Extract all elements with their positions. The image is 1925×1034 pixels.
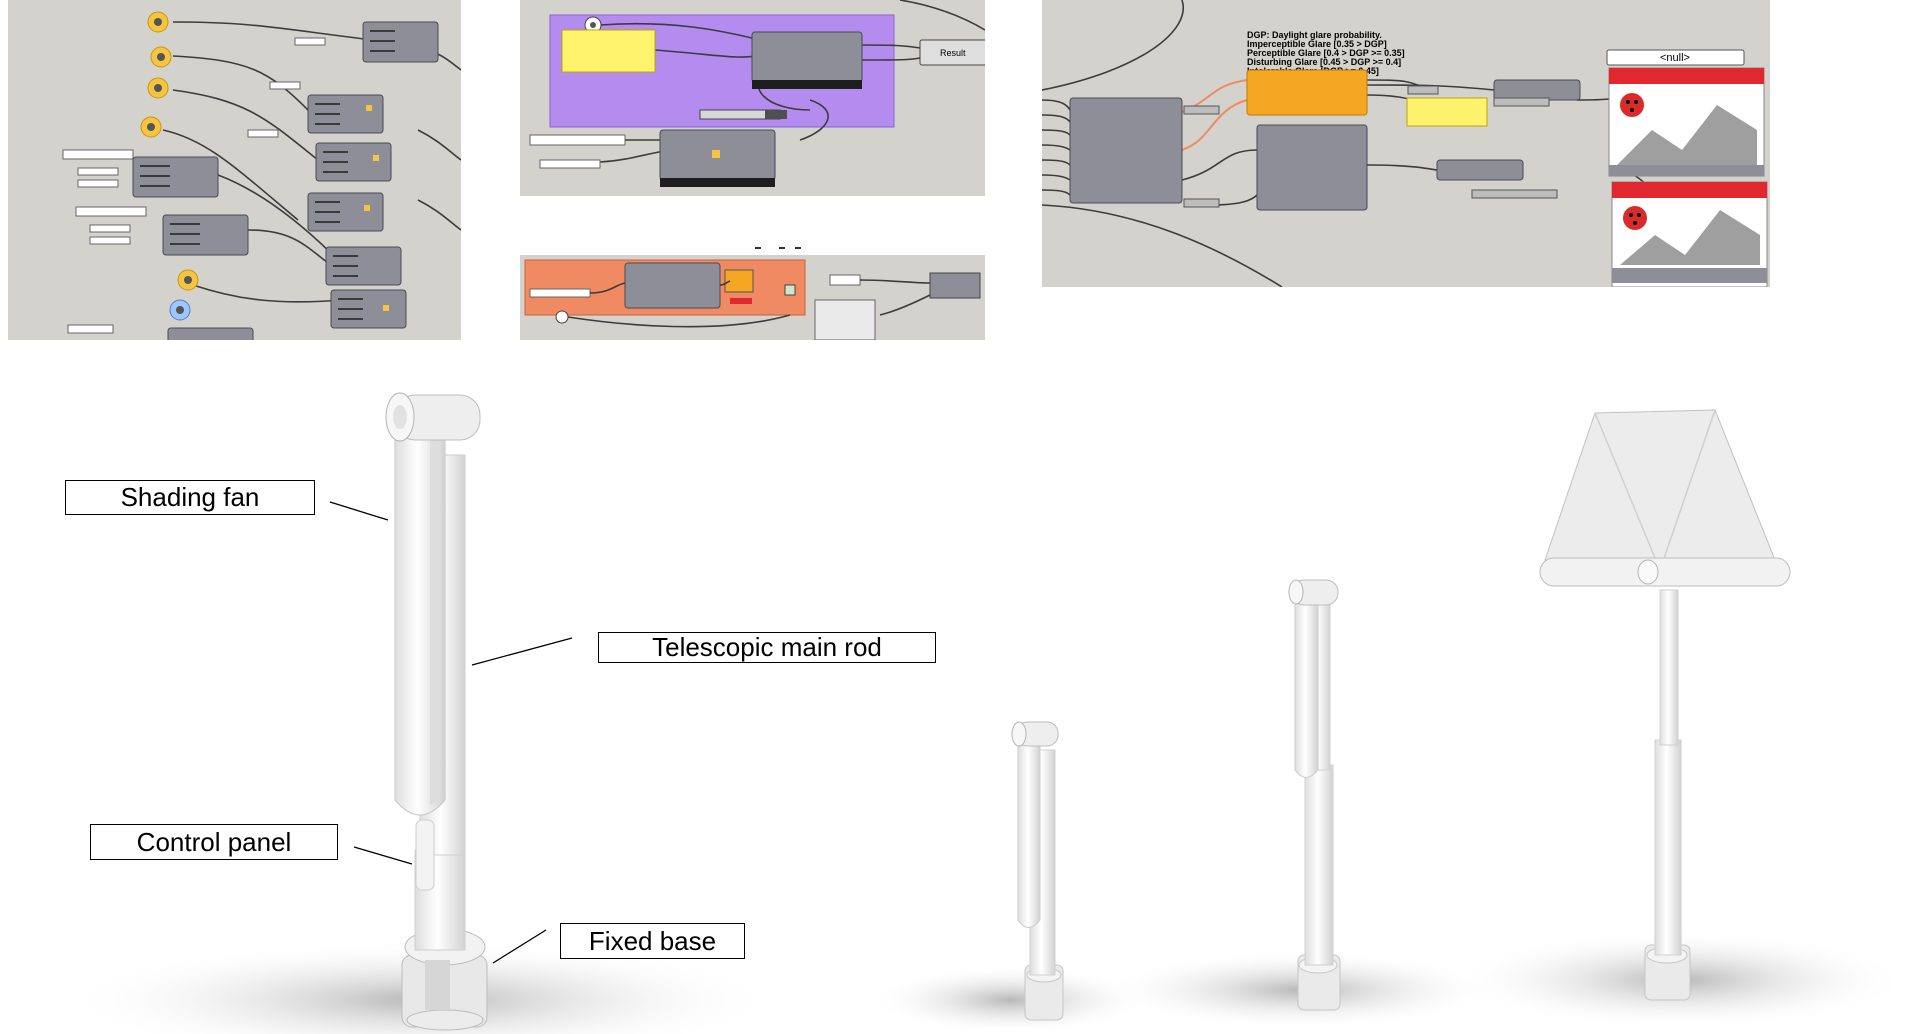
toggle-dial-6 bbox=[169, 299, 191, 321]
input-node bbox=[1069, 97, 1183, 204]
null-panel bbox=[1606, 49, 1745, 66]
leader-control-panel bbox=[353, 846, 413, 865]
svg-text:Result: Result bbox=[940, 48, 966, 58]
control-panel-part bbox=[415, 819, 435, 891]
device-collapsed bbox=[1011, 721, 1064, 1021]
canvas-right-graph: DGP: Daylight glare probability. Imperce… bbox=[1042, 0, 1768, 287]
main-device bbox=[385, 392, 488, 1031]
open-fan-surface bbox=[1544, 409, 1776, 561]
null-panel-text: <null> bbox=[1660, 52, 1690, 64]
dgp-line-2: Perceptible Glare [0.4 > DGP >= 0.35] bbox=[1247, 48, 1405, 58]
glare-node bbox=[1246, 69, 1368, 116]
canvas-left-graph bbox=[62, 11, 461, 340]
toggle-dial-1 bbox=[147, 11, 169, 33]
canvas-middle-graph: Result bbox=[529, 0, 985, 187]
image-viewer-1 bbox=[1608, 67, 1765, 177]
dgp-line-3: Disturbing Glare [0.45 > DGP >= 0.4] bbox=[1247, 57, 1401, 67]
toggle-dial-3 bbox=[147, 77, 169, 99]
leader-telescopic-rod bbox=[471, 637, 573, 666]
product-rendering bbox=[60, 392, 1910, 1034]
label-telescopic-main-rod: Telescopic main rod bbox=[598, 632, 936, 663]
label-shading-fan: Shading fan bbox=[65, 480, 315, 515]
canvas-middle-lower-graph bbox=[524, 259, 981, 340]
device-fan-open bbox=[1539, 409, 1791, 1001]
floor-shadow-small bbox=[870, 965, 1150, 1034]
device-extended bbox=[1288, 579, 1341, 1011]
grasshopper-canvas-left[interactable] bbox=[8, 0, 461, 340]
toggle-dial-4 bbox=[140, 116, 162, 138]
label-fixed-base: Fixed base bbox=[560, 923, 745, 959]
dgp-title: DGP: Daylight glare probability. bbox=[1247, 30, 1382, 40]
image-viewer-2 bbox=[1611, 181, 1768, 287]
separator-dots bbox=[755, 237, 805, 249]
toggle-dial-5 bbox=[177, 269, 199, 291]
leader-fixed-base bbox=[492, 929, 547, 964]
dgp-line-1: Imperceptible Glare [0.35 > DGP] bbox=[1247, 39, 1387, 49]
label-control-panel: Control panel bbox=[90, 824, 338, 860]
grasshopper-canvas-right[interactable]: DGP: Daylight glare probability. Imperce… bbox=[1042, 0, 1770, 287]
leader-shading-fan bbox=[329, 501, 389, 521]
result-panel bbox=[1406, 97, 1488, 127]
grasshopper-canvas-middle-lower[interactable] bbox=[520, 255, 985, 340]
grasshopper-canvas-middle[interactable]: Result bbox=[520, 0, 985, 196]
toggle-dial-2 bbox=[150, 46, 172, 68]
